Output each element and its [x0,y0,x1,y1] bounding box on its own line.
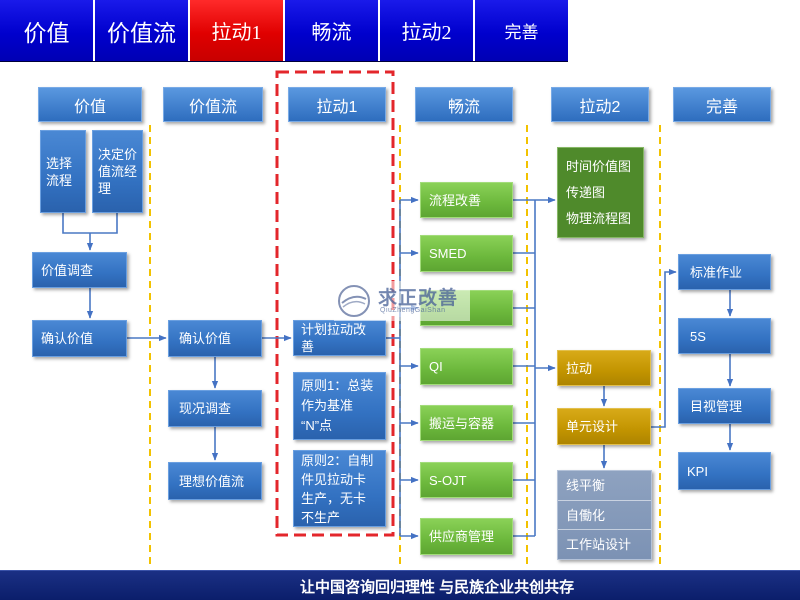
flow-item-smed: SMED [420,235,513,272]
principle-1-box: 原则1：总装 作为基准 “N”点 [293,372,386,440]
visual-management-box: 目视管理 [678,388,771,424]
footer-bar: 让中国咨询回归理性 与民族企业共创共存 [0,570,800,600]
kpi-box: KPI [678,452,771,490]
tab-pull-2[interactable]: 拉动2 [380,0,473,61]
cell-item-workstation-design: 工作站设计 [558,529,651,559]
tab-value-stream[interactable]: 价值流 [95,0,188,61]
column-header-flow: 畅流 [415,87,513,122]
5s-box: 5S [678,318,771,354]
flow-item-handling-containers: 搬运与容器 [420,405,513,441]
brand-logo-icon [338,285,370,317]
flow-merge-connectors [513,199,535,537]
value-survey-box: 价值调查 [32,252,127,288]
column-header-pull-1: 拉动1 [288,87,386,122]
standard-work-box: 标准作业 [678,254,771,290]
watermark-brand-text: 求正改善 [378,288,459,309]
pull-box: 拉动 [557,350,651,386]
step-tab-bar: 价值 价值流 拉动1 畅流 拉动2 完善 [0,0,568,61]
map-item-physical-flow: 物理流程图 [566,210,632,226]
column-header-pull-2: 拉动2 [551,87,649,122]
pull-plan-box: 计划拉动改善 [293,320,386,356]
flow-item-qi: QI [420,348,513,385]
flow-item-s-ojt: S-OJT [420,462,513,498]
merge-connector [62,213,118,234]
column-header-value: 价值 [38,87,142,122]
select-process-box: 选择流程 [40,130,86,213]
cell-item-line-balance: 线平衡 [566,477,606,493]
cell-design-items-box: 线平衡 自働化 工作站设计 [557,470,652,560]
value-stream-confirm-box: 确认价值 [168,320,262,357]
column-header-perfect: 完善 [673,87,771,122]
current-state-box: 现况调查 [168,390,262,427]
decide-manager-box: 决定价值流经理 [92,130,143,213]
confirm-value-box: 确认价值 [32,320,127,357]
tab-pull-1[interactable]: 拉动1 [190,0,283,61]
cell-item-jidoka: 自働化 [558,499,651,530]
arrow-to-standard-work [651,268,677,428]
brand-watermark: 求正改善 QiuZhengGaiShan [334,281,470,321]
flow-item-process-improvement: 流程改善 [420,182,513,218]
map-item-time-value: 时间价值图 [566,159,632,175]
map-item-transfer: 传递图 [566,184,606,200]
column-header-value-stream: 价值流 [163,87,263,122]
cell-design-box: 单元设计 [557,408,651,445]
tab-value[interactable]: 价值 [0,0,93,61]
tab-flow[interactable]: 畅流 [285,0,378,61]
footer-slogan: 让中国咨询回归理性 与民族企业共创共存 [300,579,575,596]
future-state-box: 理想价值流 [168,462,262,500]
principle-2-box: 原则2：自制 件见拉动卡 生产，无卡 不生产 [293,450,386,527]
watermark-romanization: QiuZhengGaiShan [380,307,446,314]
mapping-tools-box: 时间价值图 传递图 物理流程图 [557,147,644,238]
flow-item-supplier-management: 供应商管理 [420,518,513,555]
tab-perfect[interactable]: 完善 [475,0,568,61]
